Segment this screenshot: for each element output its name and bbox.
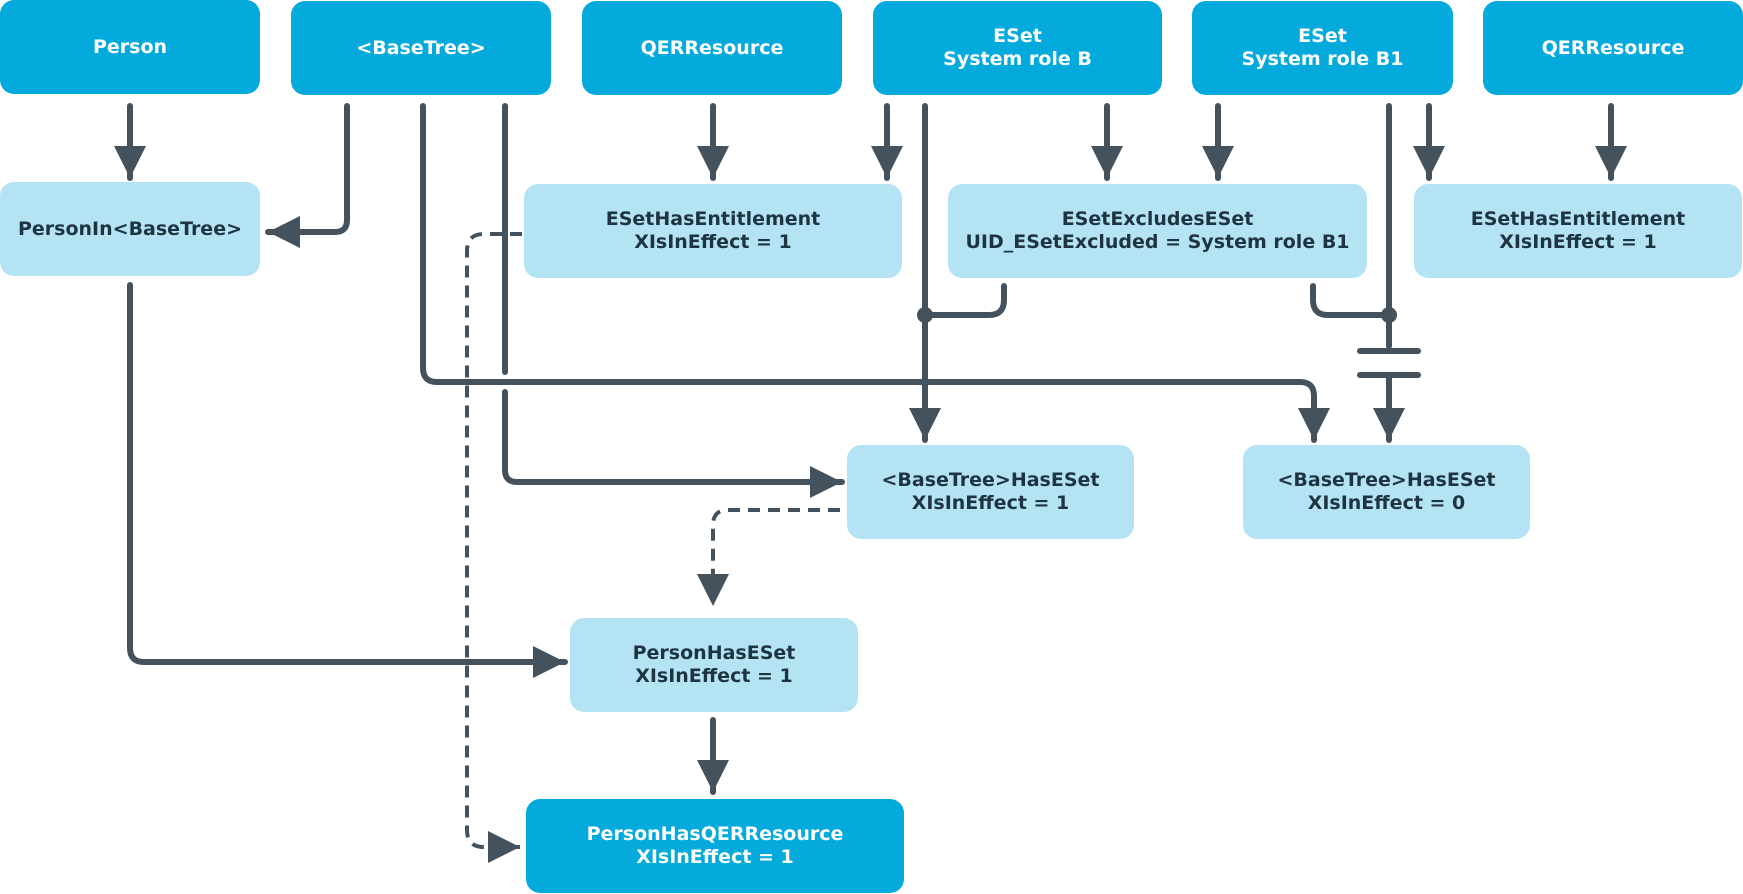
- table-basetreehaseset-1-line2: XIsInEffect = 1: [911, 492, 1070, 514]
- table-eset-b1-line2: System role B1: [1241, 48, 1404, 70]
- connector-esetexcludes-right: [1310, 283, 1392, 318]
- junction-dot-esetb1: [1381, 307, 1397, 323]
- table-personhaseset: PersonHasESet XIsInEffect = 1: [570, 618, 858, 712]
- table-basetreehaseset-0-line1: <BaseTree>HasESet: [1277, 469, 1496, 491]
- table-eset-system-role-b: ESet System role B: [873, 1, 1162, 95]
- table-personhaseset-line2: XIsInEffect = 1: [635, 665, 793, 687]
- table-qerresource-2-label: QERResource: [1541, 36, 1685, 59]
- table-person-in-basetree: PersonIn<BaseTree>: [0, 182, 260, 276]
- table-esethasentitlement-2-line2: XIsInEffect = 1: [1499, 231, 1657, 253]
- arrow-basetree-to-basetreehaseset1: [502, 389, 845, 498]
- connector-esetexcludes-left: [922, 283, 1007, 318]
- table-eset-b1-line1: ESet: [1298, 25, 1347, 47]
- table-esetexcludeseset: ESetExcludesESet UID_ESetExcluded = Syst…: [948, 184, 1367, 278]
- table-personhasqerresource: PersonHasQERResource XIsInEffect = 1: [526, 799, 904, 893]
- table-basetree-label: <BaseTree>: [356, 36, 486, 59]
- table-esethasentitlement-1-line2: XIsInEffect = 1: [634, 231, 792, 253]
- table-esethasentitlement-2: ESetHasEntitlement XIsInEffect = 1: [1414, 184, 1742, 278]
- table-basetreehaseset-1: <BaseTree>HasESet XIsInEffect = 1: [847, 445, 1134, 539]
- table-eset-system-role-b1: ESet System role B1: [1192, 1, 1453, 95]
- junction-dot-esetb: [917, 307, 933, 323]
- table-person-in-basetree-label: PersonIn<BaseTree>: [17, 217, 243, 240]
- arrow-basetree-to-basetreehaseset0: [420, 103, 1330, 443]
- table-person: Person: [0, 0, 260, 94]
- table-personhasqerresource-line2: XIsInEffect = 1: [636, 846, 794, 868]
- table-eset-b-line2: System role B: [943, 48, 1092, 70]
- table-personhasqerresource-line1: PersonHasQERResource: [586, 823, 844, 845]
- arrow-personin-to-personhaseset: [127, 282, 568, 678]
- table-personhaseset-line1: PersonHasESet: [632, 642, 796, 664]
- table-qerresource-2: QERResource: [1483, 1, 1743, 95]
- table-esethasentitlement-1-line1: ESetHasEntitlement: [605, 208, 821, 230]
- table-esethasentitlement-1: ESetHasEntitlement XIsInEffect = 1: [524, 184, 902, 278]
- table-basetreehaseset-0-line2: XIsInEffect = 0: [1307, 492, 1466, 514]
- arrow-basetree-to-personin: [265, 103, 350, 248]
- dashed-esethasentitlement-to-personhasqerresource: [465, 232, 522, 863]
- table-esetexcludeseset-line1: ESetExcludesESet: [1061, 208, 1254, 230]
- table-basetreehaseset-0: <BaseTree>HasESet XIsInEffect = 0: [1243, 445, 1530, 539]
- table-esethasentitlement-2-line1: ESetHasEntitlement: [1470, 208, 1686, 230]
- table-qerresource-1-label: QERResource: [640, 36, 784, 59]
- table-qerresource-1: QERResource: [582, 1, 842, 95]
- table-esetexcludeseset-line2: UID_ESetExcluded = System role B1: [965, 231, 1350, 253]
- table-person-label: Person: [92, 35, 168, 58]
- table-basetree: <BaseTree>: [291, 1, 551, 95]
- table-basetreehaseset-1-line1: <BaseTree>HasESet: [881, 469, 1100, 491]
- dashed-basetreehaseset-to-personhaseset: [697, 508, 840, 606]
- table-eset-b-line1: ESet: [993, 25, 1042, 47]
